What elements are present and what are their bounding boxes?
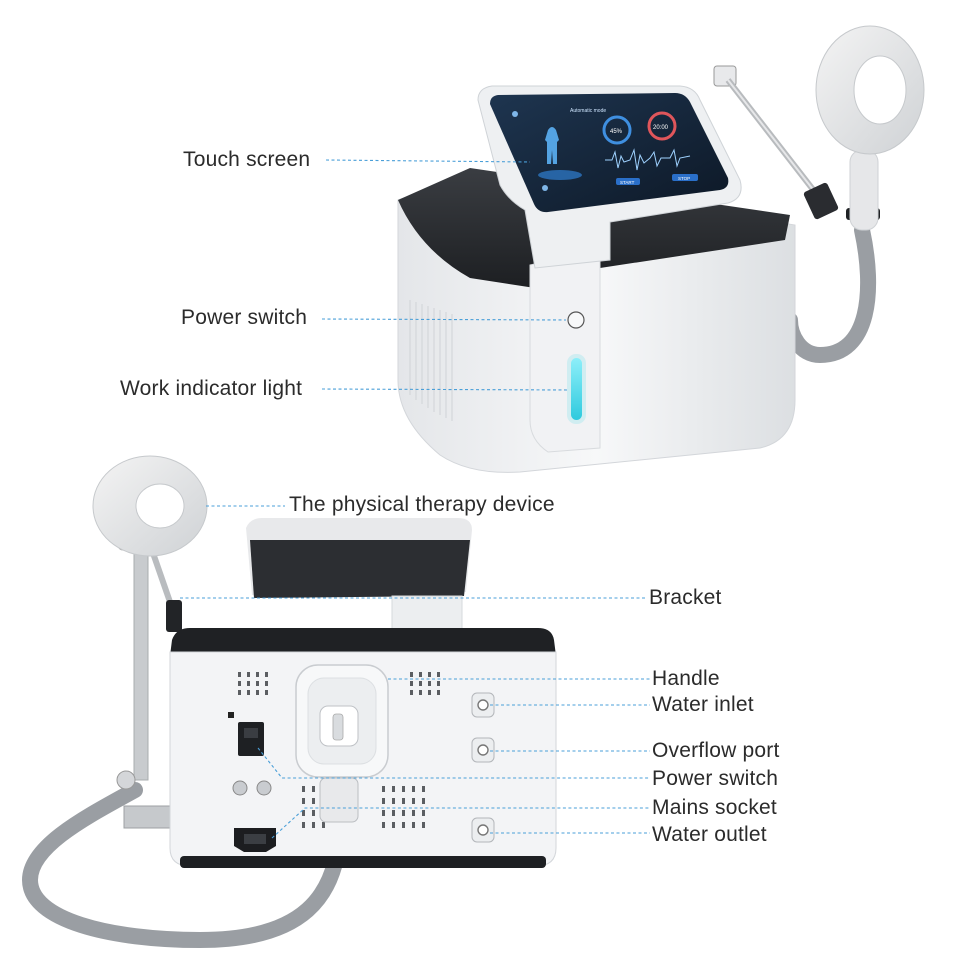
leader-mains-socket	[271, 807, 650, 839]
label-handle: Handle	[652, 667, 720, 690]
leader-power-switch-front	[321, 318, 567, 321]
screen-menu-icon	[542, 185, 548, 191]
label-touch-screen: Touch screen	[183, 148, 311, 171]
rear-ring-hole	[135, 483, 185, 529]
rear-small-label	[228, 712, 234, 718]
rear-hose	[21, 782, 348, 949]
front-device: Automatic mode 45% 20:00 START STOP	[397, 25, 925, 473]
applicator-handle	[849, 149, 879, 231]
label-bracket: Bracket	[649, 586, 722, 609]
rear-knob	[116, 770, 136, 790]
screen-btn-stop-label: STOP	[678, 176, 690, 181]
touch-screen	[490, 93, 729, 213]
label-power-switch-back: Power switch	[652, 767, 779, 790]
label-mains-socket: Mains socket	[652, 796, 777, 819]
leader-lines	[180, 159, 650, 839]
waveform	[605, 148, 691, 171]
work-indicator-light	[571, 358, 582, 420]
front-applicator	[815, 25, 925, 231]
gauge-right	[647, 111, 677, 141]
body-figure-icon	[545, 127, 559, 164]
rear-bracket	[116, 529, 182, 829]
screen-home-icon	[512, 111, 518, 117]
gauge-right-value: 20:00	[653, 125, 669, 131]
leader-touch-screen	[325, 159, 531, 163]
rear-vents	[238, 672, 440, 828]
rear-water-ports	[471, 692, 495, 843]
screen-btn-start-label: START	[620, 180, 635, 185]
front-vents	[409, 300, 453, 421]
work-indicator-glow	[567, 354, 586, 424]
front-hose	[782, 222, 877, 364]
applicator-ring-hole	[853, 55, 907, 125]
rear-top-panel	[170, 628, 556, 656]
rear-applicator	[92, 455, 208, 557]
screen-btn-stop	[672, 174, 698, 181]
front-face	[529, 249, 601, 453]
label-overflow-port: Overflow port	[652, 739, 780, 762]
label-power-switch-front: Power switch	[181, 306, 308, 329]
rear-pole	[133, 549, 149, 781]
rear-fuse-left	[232, 780, 248, 796]
label-water-outlet: Water outlet	[652, 823, 767, 846]
gauge-left	[602, 115, 632, 145]
label-work-indicator-light: Work indicator light	[120, 377, 303, 400]
platform-glow	[538, 170, 582, 180]
label-therapy-device: The physical therapy device	[289, 493, 555, 516]
bracket-clamp	[803, 182, 839, 220]
rear-clamp	[166, 600, 182, 632]
label-water-inlet: Water inlet	[652, 693, 754, 716]
rear-fuse-right	[256, 780, 272, 796]
rear-base-bracket	[123, 805, 171, 829]
gauge-left-value: 45%	[610, 129, 623, 135]
front-power-button	[567, 311, 585, 329]
screen-header: Automatic mode	[570, 108, 606, 114]
screen-ui: Automatic mode 45% 20:00 START STOP	[512, 108, 698, 191]
leader-power-switch-back	[257, 747, 650, 779]
leader-work-indicator	[321, 388, 569, 391]
screen-btn-start	[616, 178, 640, 185]
rear-base	[180, 856, 546, 868]
rear-hose-connector	[319, 777, 359, 823]
rear-power-switch	[238, 722, 264, 756]
rear-device	[21, 455, 557, 949]
